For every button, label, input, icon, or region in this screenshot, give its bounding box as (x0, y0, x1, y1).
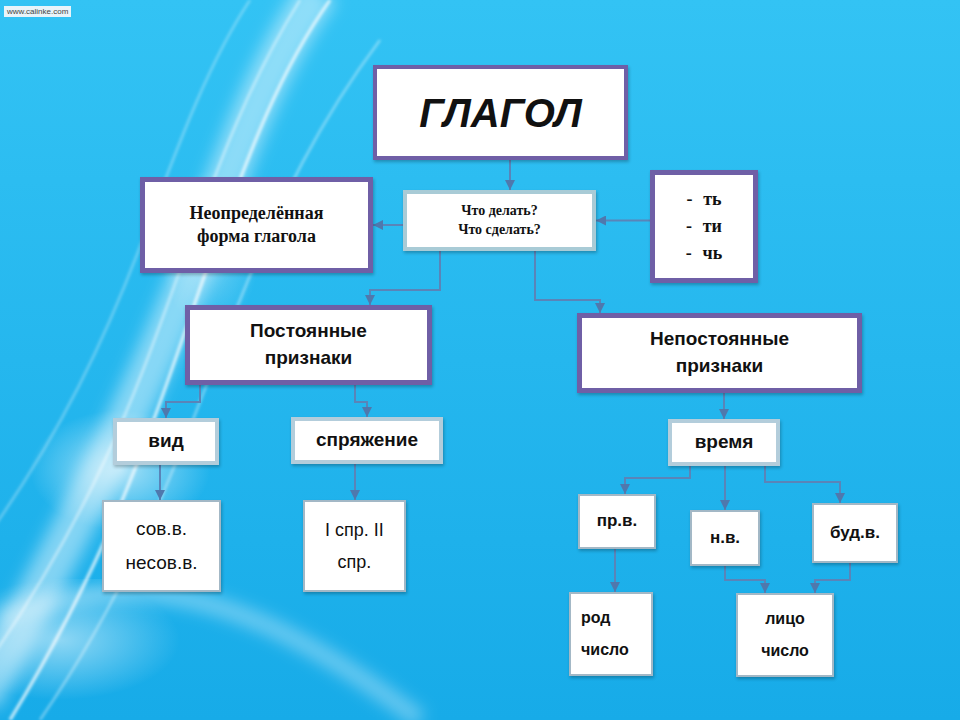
node-text: - ть - ти - чь (683, 186, 726, 267)
node-text: Непостоянные признаки (635, 326, 805, 379)
connector-arrow (725, 566, 765, 593)
connector-arrow (354, 464, 356, 500)
node-text: спряжение (316, 429, 418, 452)
node-text: пр.в. (597, 511, 638, 531)
value-box: I спр. II спр. (303, 500, 406, 592)
connector-arrow (373, 224, 403, 226)
feature-box: время (668, 419, 780, 466)
value-box: сов.в. несов.в. (102, 500, 221, 592)
node-text: вид (148, 430, 183, 453)
connector-arrow (815, 563, 850, 593)
title-box: ГЛАГОЛ (373, 65, 628, 160)
suffix-box: - ть - ти - чь (650, 170, 758, 283)
connector-arrow (724, 466, 726, 510)
connector-arrow (535, 251, 600, 313)
node-text: сов.в. несов.в. (114, 512, 209, 580)
light-glow (0, 580, 180, 700)
connector-arrow (159, 465, 161, 500)
node-text: Постоянные признаки (234, 318, 384, 371)
node-text: лицо число (755, 603, 815, 667)
definition-box: Неопределённая форма глагола (140, 177, 373, 273)
watermark: www.calinke.com (4, 6, 71, 17)
tense-box: н.в. (690, 510, 760, 566)
feature-box: вид (113, 418, 219, 465)
connector-arrow (614, 549, 616, 592)
node-text: род число (581, 602, 641, 666)
connector-arrow (355, 385, 367, 417)
question-box: Что делать? Что сделать? (403, 190, 596, 251)
node-text: I спр. II спр. (315, 514, 395, 579)
connector-arrow (509, 160, 511, 190)
node-text: н.в. (710, 528, 740, 548)
tense-box: буд.в. (812, 503, 898, 563)
node-text: буд.в. (830, 523, 880, 543)
connector-arrow (723, 393, 725, 419)
node-text: время (695, 431, 754, 454)
node-text: Неопределённая форма глагола (172, 202, 342, 249)
tense-box: пр.в. (578, 494, 656, 549)
connector-arrow (765, 466, 840, 503)
category-box: Непостоянные признаки (577, 313, 862, 393)
feature-box: спряжение (291, 417, 443, 464)
value-box: род число (569, 592, 653, 676)
connector-arrow (625, 466, 690, 494)
category-box: Постоянные признаки (185, 305, 432, 385)
value-box: лицо число (736, 593, 834, 677)
connector-arrow (166, 385, 200, 418)
node-text: Что делать? Что сделать? (454, 202, 546, 238)
connector-arrow (370, 251, 440, 305)
connector-arrow (596, 220, 650, 222)
node-text: ГЛАГОЛ (419, 89, 581, 137)
